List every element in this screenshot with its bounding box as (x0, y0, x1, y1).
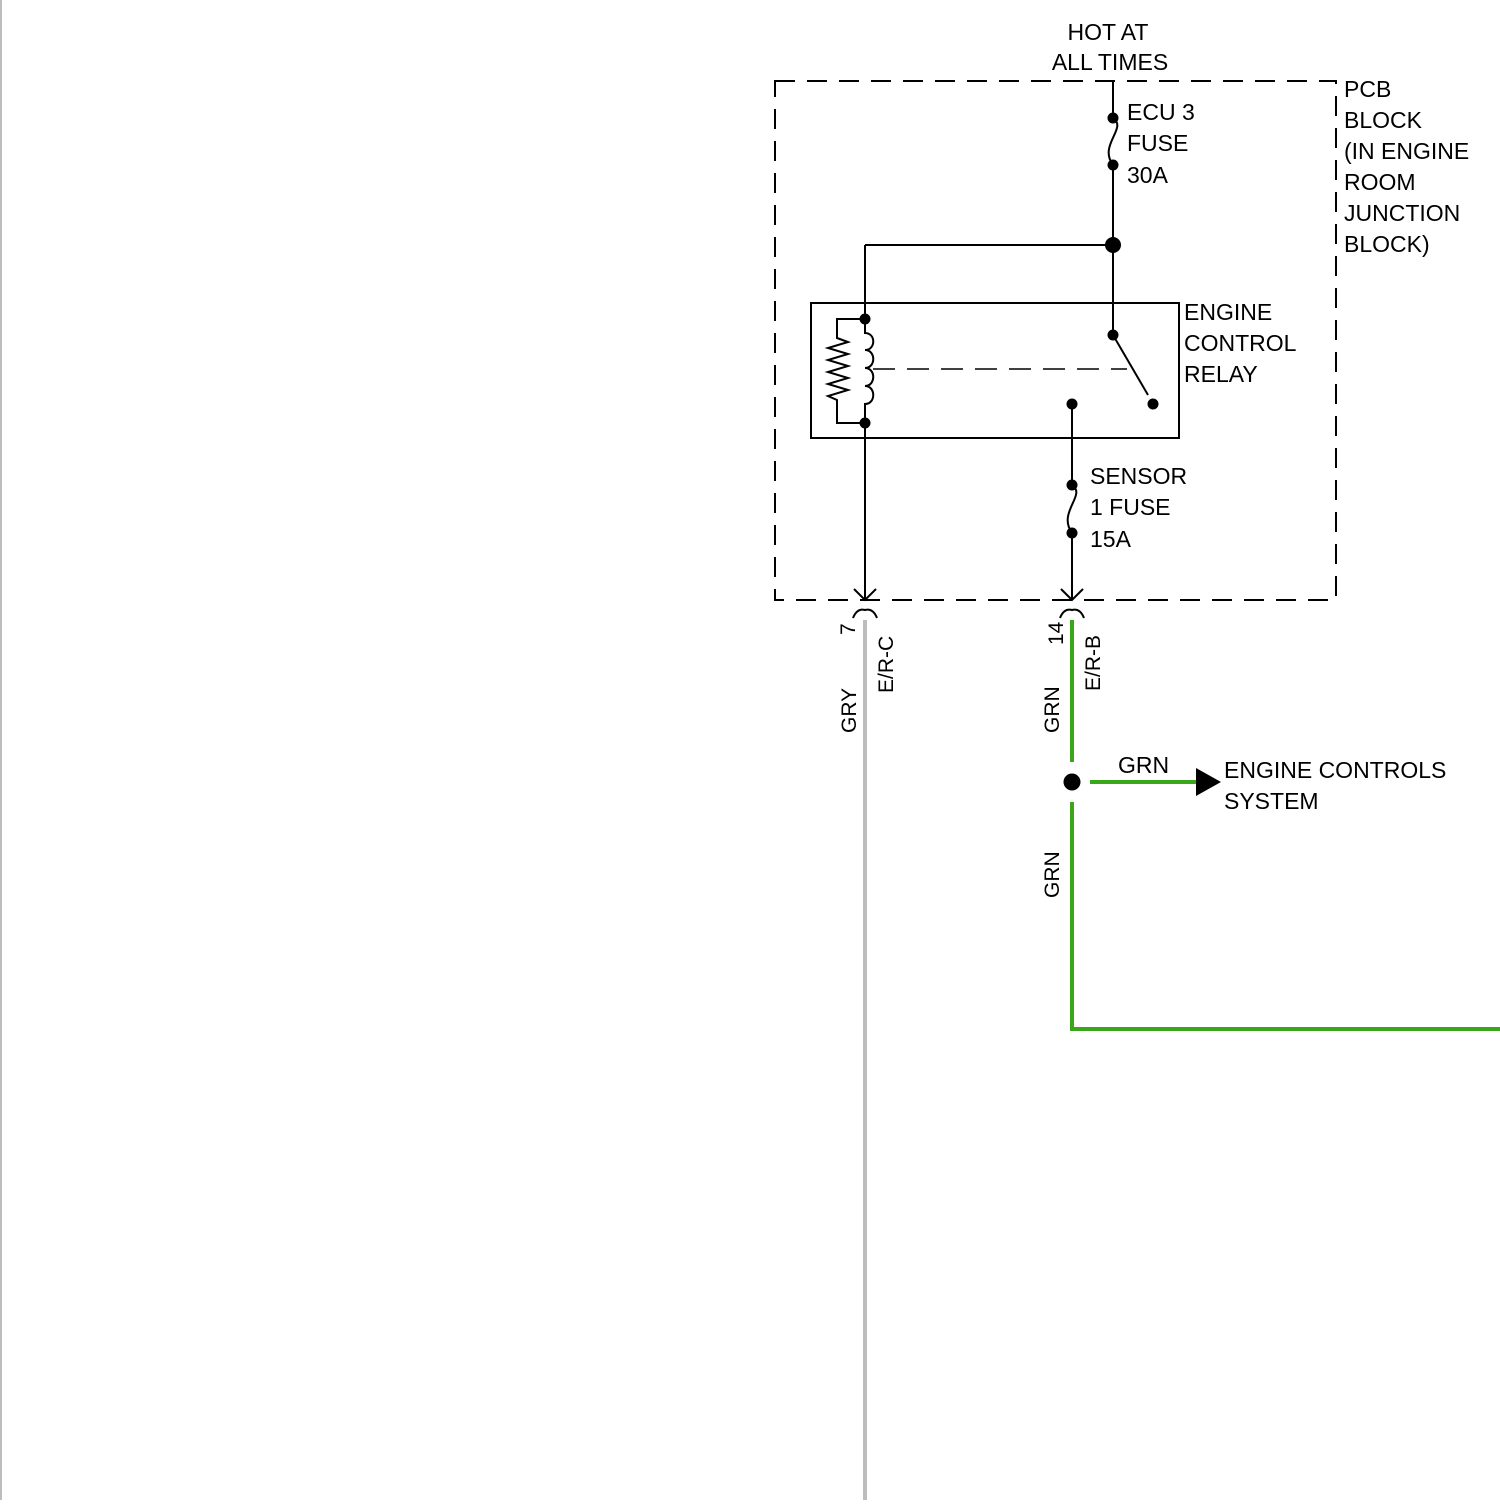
power-source-label-line2: ALL TIMES (1052, 49, 1168, 75)
engine-controls-label-line1: ENGINE CONTROLS (1224, 757, 1446, 783)
svg-text:PCB: PCB (1344, 76, 1391, 102)
engine-controls-label-line2: SYSTEM (1224, 788, 1319, 814)
svg-text:(IN ENGINE: (IN ENGINE (1344, 138, 1469, 164)
svg-text:BLOCK): BLOCK) (1344, 231, 1430, 257)
sensor-fuse-label-line3: 15A (1090, 526, 1132, 552)
connector-right-id: E/R-B (1082, 635, 1105, 691)
pcb-block-label: PCB BLOCK (IN ENGINE ROOM JUNCTION BLOCK… (1344, 76, 1469, 257)
grn-wire-lower-label: GRN (1041, 851, 1064, 898)
svg-text:JUNCTION: JUNCTION (1344, 200, 1460, 226)
sensor-fuse-label-line1: SENSOR (1090, 463, 1187, 489)
grn-branch-label: GRN (1118, 752, 1169, 778)
power-source-label-line1: HOT AT (1068, 19, 1149, 45)
connector-left-socket (853, 610, 877, 618)
grn-wire-lower (1072, 802, 1500, 1029)
svg-text:ROOM: ROOM (1344, 169, 1416, 195)
svg-text:BLOCK: BLOCK (1344, 107, 1423, 133)
ecu3-fuse-label-line3: 30A (1127, 162, 1169, 188)
ecu3-fuse-label-line1: ECU 3 (1127, 99, 1195, 125)
sensor1-fuse-symbol (1067, 480, 1078, 539)
branch-arrow-icon (1196, 768, 1221, 796)
relay-coil-symbol (828, 314, 873, 429)
sensor-fuse-label-line2: 1 FUSE (1090, 494, 1171, 520)
ecu3-fuse-label-line2: FUSE (1127, 130, 1188, 156)
gry-wire-label: GRY (838, 688, 861, 733)
connector-left-id: E/R-C (875, 636, 898, 693)
connector-left-pin: 7 (837, 623, 860, 635)
ecu3-fuse-symbol (1108, 113, 1119, 171)
connector-right-pin: 14 (1045, 621, 1068, 645)
grn-splice-dot (1064, 774, 1081, 791)
relay-label-line3: RELAY (1184, 361, 1258, 387)
relay-label-line2: CONTROL (1184, 330, 1297, 356)
grn-wire-upper-label: GRN (1041, 686, 1064, 733)
relay-label-line1: ENGINE (1184, 299, 1272, 325)
connector-right-socket (1060, 610, 1084, 618)
